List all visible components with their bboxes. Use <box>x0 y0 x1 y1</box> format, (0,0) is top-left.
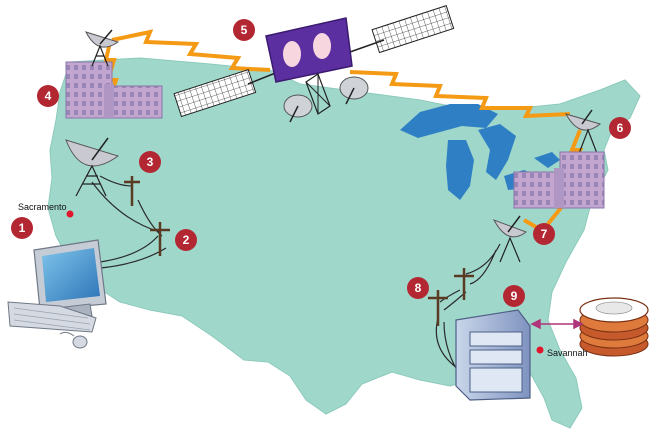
server-to-storage-link <box>530 318 584 330</box>
office-building-icon <box>65 61 163 119</box>
utility-pole-icon <box>124 176 140 206</box>
svg-text:6: 6 <box>617 121 624 135</box>
office-building-icon <box>513 151 605 209</box>
svg-text:4: 4 <box>45 89 52 103</box>
keyboard-icon <box>7 301 97 333</box>
step-badge-8: 8 <box>407 277 429 299</box>
satellite-dish-icon <box>492 215 528 263</box>
great-lakes <box>400 104 560 200</box>
svg-text:7: 7 <box>541 227 548 241</box>
city-label-savannah: Savannah <box>547 348 588 358</box>
svg-text:9: 9 <box>511 289 518 303</box>
step-badge-3: 3 <box>139 151 161 173</box>
disk-stack-icon <box>579 297 649 357</box>
step-badge-5: 5 <box>233 19 255 41</box>
svg-text:1: 1 <box>19 221 26 235</box>
satellite-dish-icon <box>85 29 120 67</box>
step-badge-9: 9 <box>503 285 525 307</box>
step-badge-1: 1 <box>11 217 33 239</box>
svg-text:8: 8 <box>415 281 422 295</box>
city-label-sacramento: Sacramento <box>18 202 67 212</box>
step-badge-6: 6 <box>609 117 631 139</box>
mouse-icon <box>59 331 88 349</box>
utility-pole-icon <box>454 268 474 300</box>
utility-pole-icon <box>150 222 170 256</box>
svg-text:2: 2 <box>183 233 190 247</box>
server-tower-icon <box>455 309 531 401</box>
satellite-icon <box>173 4 455 123</box>
step-badge-7: 7 <box>533 223 555 245</box>
city-marker <box>66 210 74 218</box>
svg-text:5: 5 <box>241 23 248 37</box>
svg-text:3: 3 <box>147 155 154 169</box>
satellite-dish-icon <box>65 137 120 197</box>
utility-pole-icon <box>428 290 448 326</box>
satellite-dish-icon <box>564 109 602 157</box>
city-marker <box>536 346 544 354</box>
step-badge-4: 4 <box>37 85 59 107</box>
step-badge-2: 2 <box>175 229 197 251</box>
